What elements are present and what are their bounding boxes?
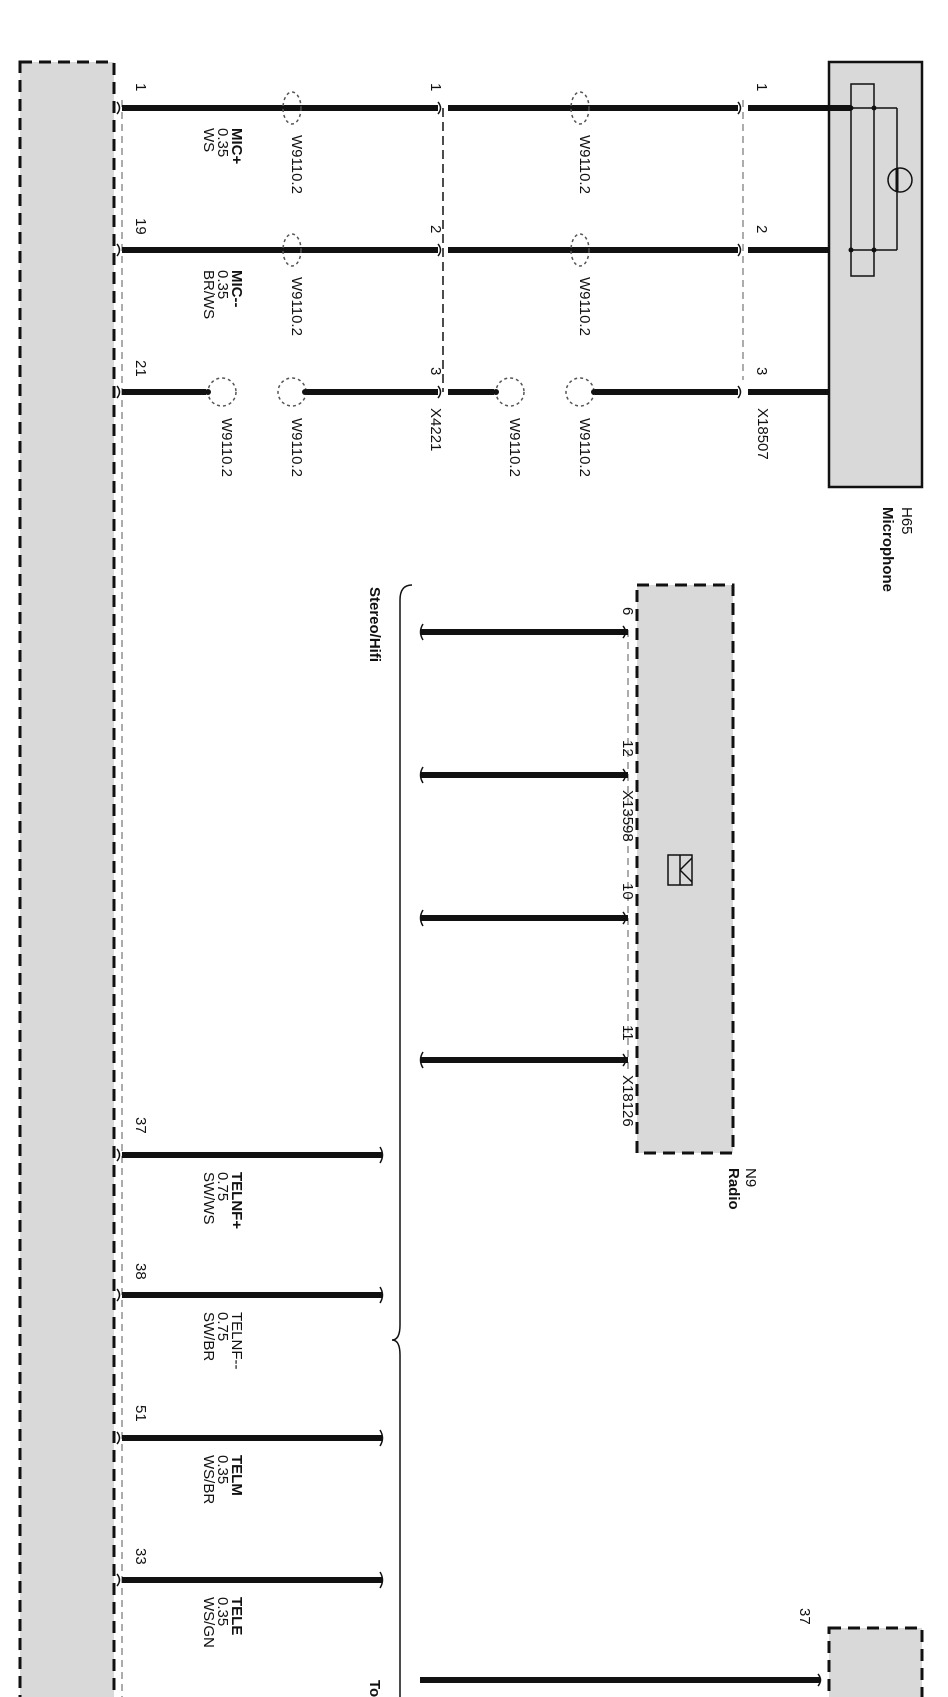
wire-color: WS/GN — [200, 1597, 217, 1648]
stereo-hifi-brace — [391, 584, 413, 1697]
signal-name: TELNF-- — [228, 1312, 245, 1370]
radio-pin: 6 — [619, 607, 636, 615]
wire-size: 0.35 — [214, 270, 231, 299]
signal-name: TELM — [228, 1455, 245, 1496]
shield-label: W9110.2 — [506, 418, 523, 477]
shield-label: W9110.2 — [576, 135, 593, 194]
wire-color: WS/BR — [200, 1455, 217, 1504]
mic-pin-2: 2 — [753, 225, 770, 233]
radio-id: N9 — [742, 1168, 759, 1187]
shield-label: W9110.2 — [576, 418, 593, 477]
wire-size: 0.35 — [214, 128, 231, 157]
control-module-box — [18, 60, 116, 1697]
signal-name: TELNF+ — [228, 1172, 245, 1229]
wire-size: 0.35 — [214, 1455, 231, 1484]
mic-pin-3: 3 — [753, 367, 770, 375]
x4221-pin-2: 2 — [427, 225, 444, 233]
bottom-partial-label: To — [366, 1680, 383, 1697]
mic-connector-label: X18507 — [754, 408, 771, 460]
module-pin: 33 — [132, 1548, 149, 1565]
module-pin: 37 — [132, 1117, 149, 1134]
signal-name: MIC+ — [228, 128, 245, 164]
wire-color: WS — [200, 128, 217, 152]
microphone-box — [827, 60, 924, 489]
labels: H65 Microphone X18507 1 2 3 1 2 3 X4221 … — [132, 83, 915, 1697]
x4221-pin-3: 3 — [427, 367, 444, 375]
shield-label: W9110.2 — [288, 418, 305, 477]
wire-size: 0.35 — [214, 1597, 231, 1626]
module-pin: 1 — [132, 83, 149, 91]
x4221-pin-1: 1 — [427, 83, 444, 91]
radio-connector-2: X18126 — [619, 1075, 636, 1127]
radio-pin: 10 — [619, 883, 636, 900]
bottom-module-box — [827, 1626, 924, 1697]
signal-name: MIC-- — [228, 270, 245, 308]
shield-label: W9110.2 — [576, 277, 593, 336]
module-pin: 21 — [132, 360, 149, 377]
bottom-pin: 37 — [796, 1608, 813, 1625]
wire-size: 0.75 — [214, 1172, 231, 1201]
wire-color: BR/WS — [200, 270, 217, 319]
microphone-id: H65 — [898, 507, 915, 535]
signal-name: TELE — [228, 1597, 245, 1635]
stereo-hifi-label: Stereo/Hifi — [366, 587, 383, 662]
radio-connector-1: X13598 — [619, 790, 636, 842]
shield-label: W9110.2 — [288, 135, 305, 194]
radio-pin: 11 — [619, 1025, 636, 1041]
module-pin: 19 — [132, 218, 149, 235]
module-pin: 38 — [132, 1263, 149, 1280]
radio-box — [635, 583, 735, 1155]
module-pin: 51 — [132, 1405, 149, 1422]
wire-color: SW/BR — [200, 1312, 217, 1361]
wire-color: SW/WS — [200, 1172, 217, 1225]
radio-name: Radio — [725, 1168, 742, 1210]
microphone-element — [850, 83, 875, 277]
wire-size: 0.75 — [214, 1312, 231, 1341]
mic-pin-1: 1 — [753, 83, 770, 91]
radio-pin: 12 — [619, 740, 636, 757]
radio-symbol-icon — [667, 854, 693, 886]
x4221-label: X4221 — [427, 408, 444, 451]
microphone-name: Microphone — [879, 507, 896, 592]
microphone-symbol-icon — [887, 167, 913, 193]
connector-ticks — [116, 101, 742, 399]
shield-label: W9110.2 — [288, 277, 305, 336]
shield-label: W9110.2 — [218, 418, 235, 477]
